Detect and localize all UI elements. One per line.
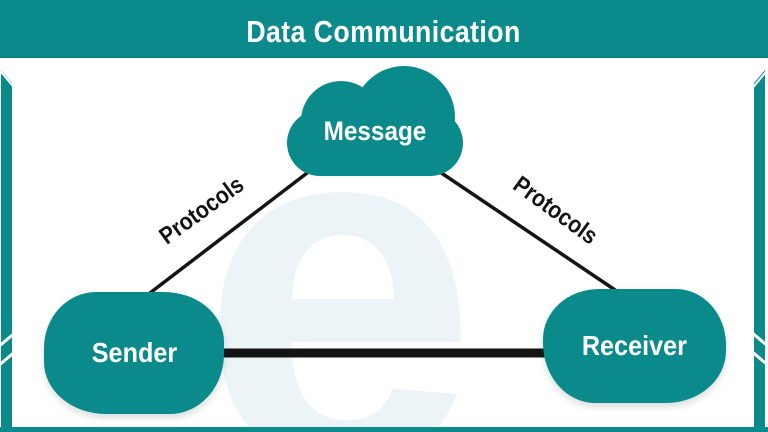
- node-message: Message: [287, 66, 463, 176]
- node-sender: Sender: [44, 292, 224, 414]
- edge-message-receiver: [436, 168, 625, 298]
- title-bar: Data Communication: [0, 0, 768, 58]
- edge-sender-message: [144, 168, 313, 298]
- bottom-border-decoration: [0, 427, 768, 432]
- node-receiver: Receiver: [543, 289, 726, 403]
- slide-title: Data Communication: [246, 13, 522, 49]
- node-receiver-label: Receiver: [581, 330, 688, 361]
- left-border-decoration: [1, 70, 12, 432]
- node-message-label: Message: [323, 116, 427, 146]
- node-sender-label: Sender: [91, 337, 177, 368]
- right-border-decoration: [754, 70, 765, 432]
